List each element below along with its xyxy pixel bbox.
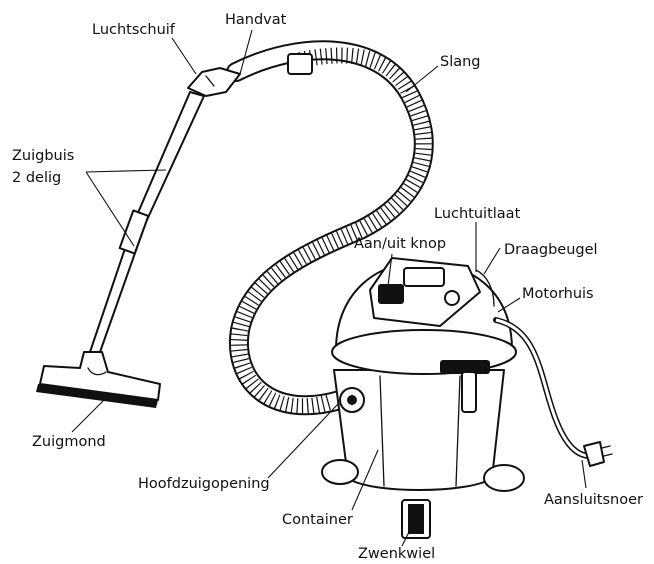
label-hoofdzuigopening: Hoofdzuigopening xyxy=(138,476,270,492)
wheel-left xyxy=(322,460,358,484)
wheel-right xyxy=(484,465,524,491)
label-motorhuis: Motorhuis xyxy=(522,286,594,302)
plug xyxy=(584,442,604,466)
label-draagbeugel: Draagbeugel xyxy=(504,242,598,258)
power-cord xyxy=(496,320,612,466)
label-zwenkwiel: Zwenkwiel xyxy=(358,546,435,562)
label-zuigbuis: Zuigbuis xyxy=(12,148,74,164)
label-zuigbuis-2: 2 delig xyxy=(12,170,61,186)
label-container: Container xyxy=(282,512,353,528)
label-slang: Slang xyxy=(440,54,481,70)
main-unit xyxy=(322,258,524,538)
floor-nozzle xyxy=(36,352,160,408)
label-luchtschuif: Luchtschuif xyxy=(92,22,176,38)
label-luchtuitlaat: Luchtuitlaat xyxy=(434,206,521,222)
air-outlet xyxy=(445,291,459,305)
container-drum xyxy=(334,370,504,490)
label-zuigmond: Zuigmond xyxy=(32,434,106,450)
handle xyxy=(188,68,240,96)
label-aan-uit-knop: Aan/uit knop xyxy=(354,236,446,252)
hose-cuff xyxy=(288,54,312,74)
suction-tube xyxy=(90,92,204,352)
tube-joint xyxy=(120,210,149,253)
label-handvat: Handvat xyxy=(225,12,287,28)
label-aansluitsnoer: Aansluitsnoer xyxy=(544,492,643,508)
on-off-switch[interactable] xyxy=(378,284,404,304)
